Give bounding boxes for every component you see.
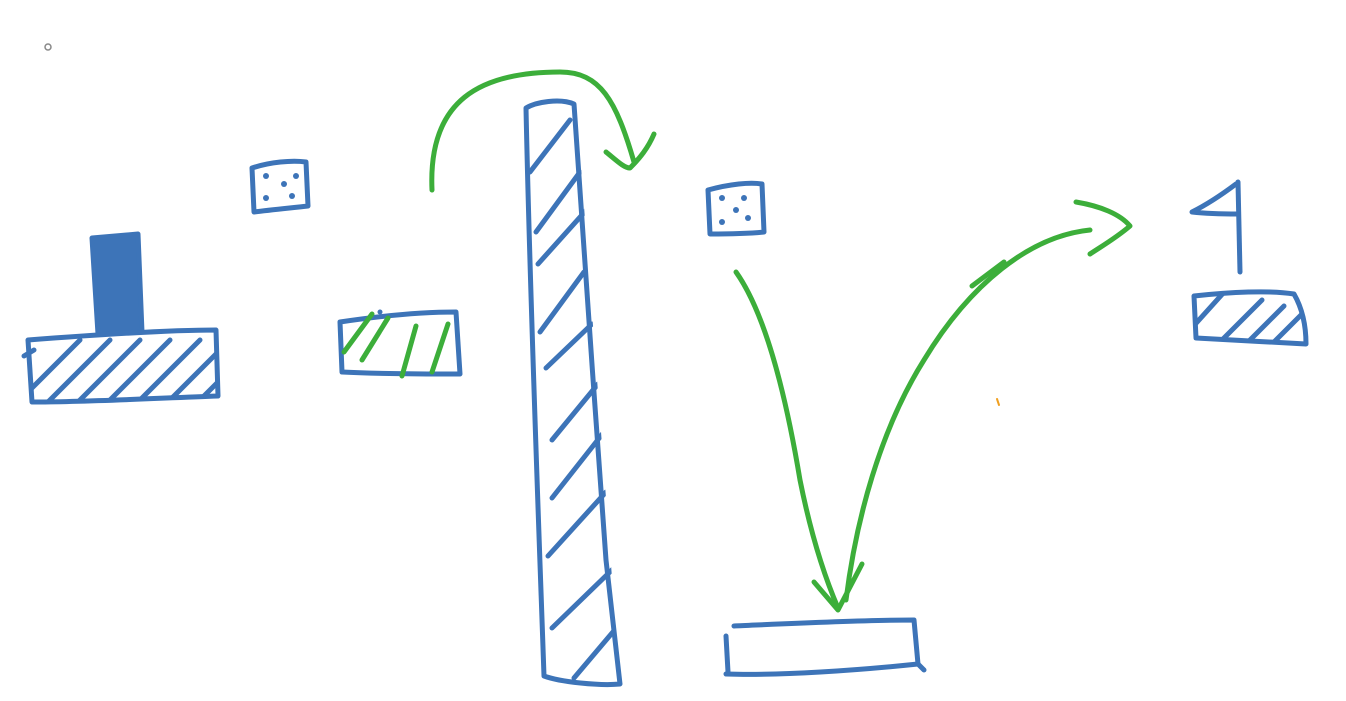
start-pillar: [92, 234, 142, 334]
landing-platform: [723, 617, 927, 677]
start-base: [25, 327, 221, 405]
green-hatched-platform: [337, 309, 463, 379]
dice-block-icon-2: [705, 180, 767, 237]
orange-mark: [996, 398, 1000, 406]
goal-platform: [1191, 289, 1309, 347]
flag-icon: [1189, 179, 1243, 275]
start-platform: [21, 231, 221, 405]
jump-arc-over-wall: [429, 69, 657, 193]
tall-wall: [523, 98, 623, 687]
bounce-path: [733, 199, 1133, 613]
corner-dot: [44, 43, 52, 51]
dice-block-icon: [249, 158, 311, 215]
